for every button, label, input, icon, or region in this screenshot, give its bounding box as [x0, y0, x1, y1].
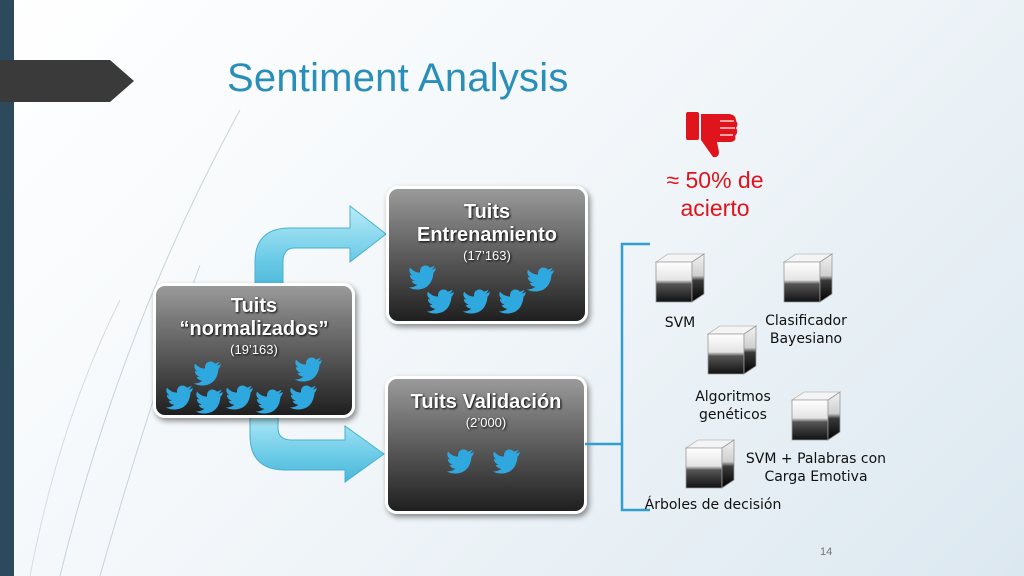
validation-tweets-label: Tuits Validación	[410, 391, 562, 413]
algorithm-label-svm-emotive: SVM + Palabras con Carga Emotiva	[745, 451, 887, 485]
slide-title: Sentiment Analysis	[227, 56, 569, 100]
cube-icon-genetic	[707, 325, 757, 375]
normalized-tweets-label-line2: “normalizados”	[179, 318, 329, 340]
twitter-bird-icon	[462, 288, 492, 314]
algorithm-label-svm: SVM	[664, 315, 696, 331]
arrow-to-validation	[249, 409, 385, 483]
training-tweets-label-line1: Tuits	[463, 201, 511, 223]
training-tweets-count: (17’163)	[463, 248, 511, 263]
cube-icon-bayesian	[783, 253, 833, 303]
thumbs-down-icon	[686, 112, 738, 158]
twitter-bird-icon	[193, 360, 223, 386]
twitter-bird-icon	[195, 388, 225, 414]
twitter-bird-icon	[165, 384, 195, 410]
title-arrow-marker	[0, 60, 134, 102]
accuracy-line2: acierto	[680, 195, 750, 221]
twitter-bird-icon	[426, 288, 456, 314]
twitter-bird-icon	[294, 356, 324, 382]
arrow-to-training	[254, 204, 387, 291]
validation-tweets-count: (2’000)	[465, 415, 507, 430]
cube-icon-svm-emotive	[791, 391, 841, 441]
twitter-bird-icon	[446, 448, 476, 474]
training-tweets-label-line2: Entrenamiento	[416, 224, 558, 246]
cube-icon-svm	[655, 253, 705, 303]
left-accent-stripe	[0, 0, 14, 576]
normalized-tweets-box: Tuits “normalizados” (19’163)	[153, 283, 355, 418]
page-number: 14	[820, 546, 833, 558]
twitter-bird-icon	[225, 384, 255, 410]
twitter-bird-icon	[492, 448, 522, 474]
twitter-bird-icon	[408, 264, 438, 290]
algorithm-label-decision-trees: Árboles de decisión	[644, 497, 782, 513]
twitter-bird-icon	[498, 288, 528, 314]
accuracy-text: ≈ 50% de acierto	[656, 166, 774, 222]
normalized-tweets-label-line1: Tuits	[230, 295, 278, 317]
validation-tweets-box: Tuits Validación (2’000)	[385, 376, 587, 514]
training-tweets-box: Tuits Entrenamiento (17’163)	[386, 186, 588, 324]
accuracy-line1: ≈ 50% de	[666, 167, 764, 193]
algorithm-label-genetic: Algoritmos genéticos	[695, 389, 771, 423]
twitter-bird-icon	[255, 388, 285, 414]
cube-icon-decision-trees	[685, 439, 735, 489]
algorithm-label-bayesian: Clasificador Bayesiano	[765, 313, 847, 347]
twitter-bird-icon	[526, 266, 556, 292]
twitter-bird-icon	[289, 384, 319, 410]
normalized-tweets-count: (19’163)	[230, 342, 278, 357]
